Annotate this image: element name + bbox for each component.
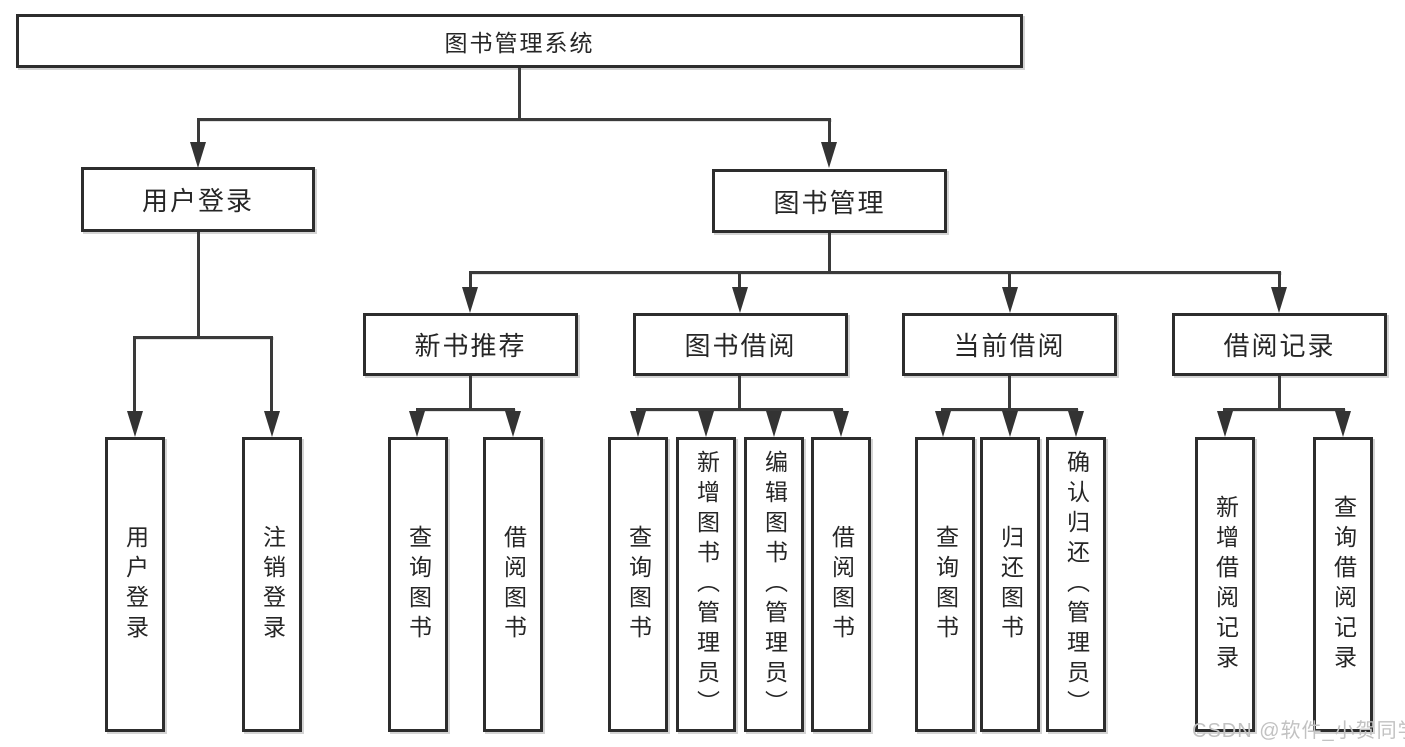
leaf-query-borrow-record: 查询借阅记录: [1313, 437, 1373, 732]
arrowhead-down-borrowing-records: [1271, 287, 1287, 313]
leaf-add-books-admin: 新增图书（管理员）: [676, 437, 736, 732]
leaf-edit-books-admin-label: 编辑图书（管理员）: [761, 449, 788, 720]
arrowhead-down-confirm-return-admin: [1068, 411, 1084, 437]
node-new-book-recommend-label: 新书推荐: [414, 331, 527, 361]
leaf-add-books-admin-label: 新增图书（管理员）: [693, 449, 720, 720]
node-borrowing-records: 借阅记录: [1172, 313, 1387, 376]
arrowhead-down-add-books-admin: [698, 411, 714, 437]
leaf-query-books-recommend-label: 查询图书: [405, 524, 432, 645]
leaf-query-books-borrowing: 查询图书: [608, 437, 668, 732]
connector-root-drop-right: [828, 118, 831, 146]
arrowhead-down-book-borrowing: [732, 287, 748, 313]
arrowhead-down-query-borrow-record: [1335, 411, 1351, 437]
leaf-query-borrow-record-label: 查询借阅记录: [1330, 494, 1357, 675]
connector-user-login-split: [133, 336, 273, 339]
connector-root-drop-left: [197, 118, 200, 146]
node-book-borrowing-label: 图书借阅: [684, 331, 797, 361]
leaf-add-borrow-record-label: 新增借阅记录: [1212, 494, 1239, 675]
node-current-borrowing-label: 当前借阅: [953, 331, 1066, 361]
leaf-confirm-return-admin: 确认归还（管理员）: [1046, 437, 1106, 732]
leaf-logout-label: 注销登录: [259, 524, 286, 645]
leaf-return-books-label: 归还图书: [997, 524, 1024, 645]
leaf-edit-books-admin: 编辑图书（管理员）: [744, 437, 804, 732]
arrowhead-down-leaf-logout: [264, 411, 280, 437]
connector-book-management-stem: [828, 233, 831, 271]
node-library-system-label: 图书管理系统: [444, 30, 595, 56]
arrowhead-down-query-books-borrowing: [630, 411, 646, 437]
leaf-logout: 注销登录: [242, 437, 302, 732]
connector-root-stem: [518, 68, 521, 118]
leaf-borrow-books-recommend-label: 借阅图书: [500, 524, 527, 645]
leaf-borrow-books-borrowing-label: 借阅图书: [828, 524, 855, 645]
leaf-borrow-books-borrowing: 借阅图书: [811, 437, 871, 732]
connector-current-borrowing-split: [941, 408, 1078, 411]
connector-user-login-stem: [197, 232, 200, 336]
arrowhead-down-new-book-recommend: [462, 287, 478, 313]
connector-user-login-drop-1: [133, 336, 136, 413]
arrowhead-down-leaf-user-login: [127, 411, 143, 437]
connector-book-borrowing-split: [636, 408, 843, 411]
connector-bm-drop-1: [469, 271, 472, 289]
leaf-query-books-borrowing-label: 查询图书: [625, 524, 652, 645]
leaf-user-login-label: 用户登录: [122, 524, 149, 645]
arrowhead-down-book-management: [821, 142, 837, 168]
connector-user-login-drop-2: [270, 336, 273, 413]
arrowhead-down-current-borrowing: [1002, 287, 1018, 313]
node-library-system: 图书管理系统: [16, 14, 1023, 68]
node-book-management-label: 图书管理: [773, 187, 886, 218]
leaf-borrow-books-recommend: 借阅图书: [483, 437, 543, 732]
leaf-return-books: 归还图书: [980, 437, 1040, 732]
leaf-confirm-return-admin-label: 确认归还（管理员）: [1063, 449, 1090, 720]
node-book-management: 图书管理: [712, 169, 947, 233]
leaf-query-books-current: 查询图书: [915, 437, 975, 732]
connector-new-book-split: [416, 408, 515, 411]
leaf-user-login: 用户登录: [105, 437, 165, 732]
arrowhead-down-add-borrow-record: [1217, 411, 1233, 437]
node-user-login-label: 用户登录: [141, 186, 254, 216]
connector-book-borrowing-stem: [738, 376, 741, 408]
arrowhead-down-return-books: [1002, 411, 1018, 437]
node-borrowing-records-label: 借阅记录: [1223, 331, 1336, 361]
node-new-book-recommend: 新书推荐: [363, 313, 578, 376]
arrowhead-down-edit-books-admin: [766, 411, 782, 437]
arrowhead-down-user-login: [190, 142, 206, 168]
arrowhead-down-borrow-books-borrowing: [833, 411, 849, 437]
connector-current-borrowing-stem: [1008, 376, 1011, 408]
leaf-query-books-recommend: 查询图书: [388, 437, 448, 732]
leaf-query-books-current-label: 查询图书: [932, 524, 959, 645]
connector-borrowing-records-split: [1223, 408, 1345, 411]
connector-root-split: [197, 118, 831, 121]
arrowhead-down-borrow-books-recommend: [505, 411, 521, 437]
node-book-borrowing: 图书借阅: [633, 313, 848, 376]
connector-new-book-stem: [469, 376, 472, 408]
connector-bm-drop-2: [738, 271, 741, 289]
connector-book-management-split: [469, 271, 1281, 274]
arrowhead-down-query-books-current: [935, 411, 951, 437]
node-current-borrowing: 当前借阅: [902, 313, 1117, 376]
leaf-add-borrow-record: 新增借阅记录: [1195, 437, 1255, 732]
connector-borrowing-records-stem: [1278, 376, 1281, 408]
watermark: CSDN @软件_小贺同学: [1192, 720, 1405, 742]
connector-bm-drop-3: [1008, 271, 1011, 289]
node-user-login: 用户登录: [81, 167, 315, 232]
arrowhead-down-query-books-recommend: [409, 411, 425, 437]
connector-bm-drop-4: [1278, 271, 1281, 289]
